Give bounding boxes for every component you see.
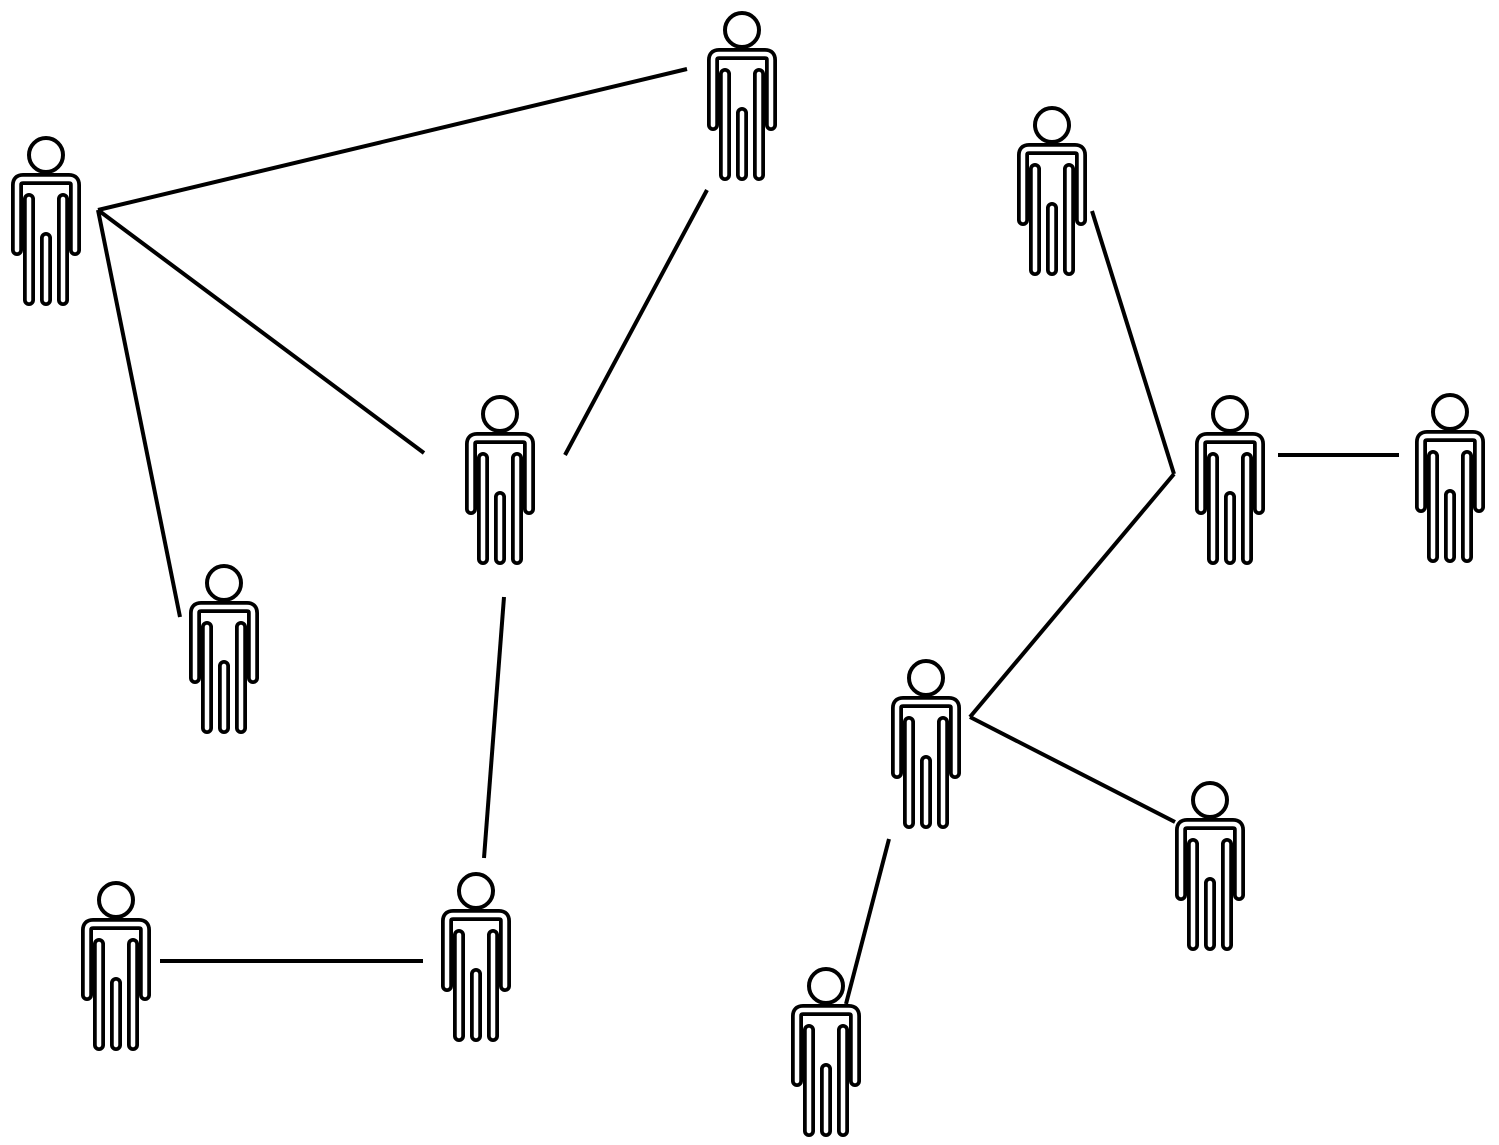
connection-line	[844, 838, 891, 1005]
connection-line	[482, 596, 506, 859]
person-icon	[1415, 393, 1485, 563]
person-head	[205, 564, 243, 602]
person-body-fill	[1198, 435, 1262, 562]
person-icon	[189, 564, 259, 734]
person-head	[1431, 393, 1469, 431]
person-body-fill	[794, 1007, 858, 1134]
connections-layer	[96, 67, 1399, 1005]
person-icon	[441, 872, 511, 1042]
person-head	[907, 659, 945, 697]
person-icon	[465, 395, 535, 565]
connection-line	[563, 189, 709, 456]
people-layer	[11, 11, 1485, 1137]
person-body-fill	[444, 912, 508, 1039]
person-body-fill	[84, 921, 148, 1048]
person-body-fill	[1418, 433, 1482, 560]
person-icon	[707, 11, 777, 181]
person-icon	[791, 967, 861, 1137]
person-body-fill	[894, 699, 958, 826]
connection-line	[97, 67, 688, 212]
person-head	[481, 395, 519, 433]
person-head	[27, 136, 65, 174]
connection-line	[96, 208, 426, 455]
connection-line	[969, 715, 1176, 824]
person-body-fill	[14, 176, 78, 303]
person-body-fill	[1020, 146, 1084, 273]
person-body-fill	[1178, 821, 1242, 948]
connection-line	[968, 472, 1176, 719]
person-head	[1033, 106, 1071, 144]
person-body-fill	[192, 604, 256, 731]
person-icon	[11, 136, 81, 306]
person-icon	[891, 659, 961, 829]
person-body-fill	[468, 435, 532, 562]
person-head	[457, 872, 495, 910]
person-head	[97, 881, 135, 919]
connection-line	[96, 209, 182, 618]
person-head	[1191, 781, 1229, 819]
person-icon	[1195, 395, 1265, 565]
person-head	[807, 967, 845, 1005]
person-icon	[1175, 781, 1245, 951]
person-body-fill	[710, 51, 774, 178]
person-icon	[81, 881, 151, 1051]
person-head	[723, 11, 761, 49]
person-icon	[1017, 106, 1087, 276]
person-head	[1211, 395, 1249, 433]
connection-line	[1090, 210, 1176, 475]
